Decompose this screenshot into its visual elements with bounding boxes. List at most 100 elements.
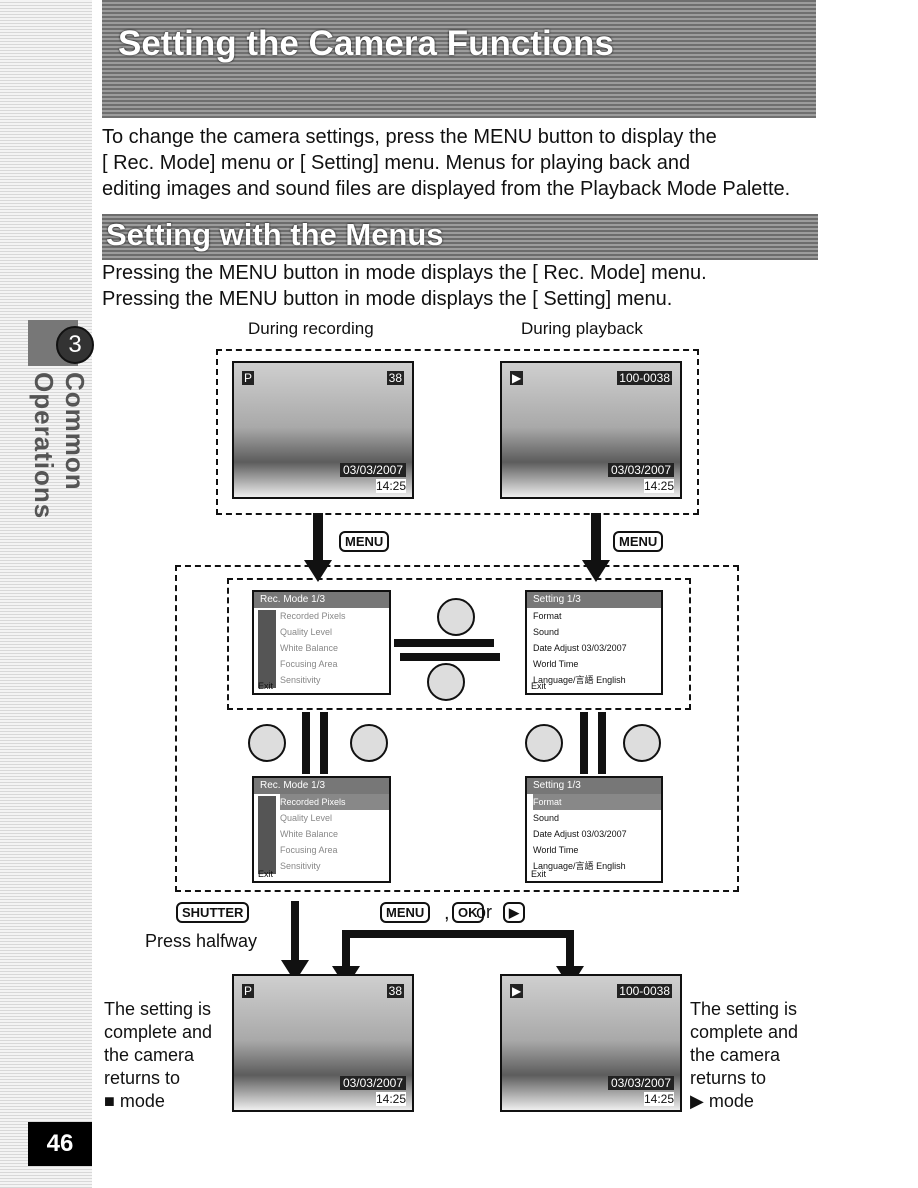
rec-menu-item[interactable]: Sensitivity (280, 861, 321, 871)
mode-label: P (242, 371, 255, 385)
playback-screen: ▶ 100-0038 03/03/2007 14:25 (500, 361, 682, 499)
press-halfway-label: Press halfway (145, 931, 258, 951)
menu-flow-panel (175, 565, 739, 892)
caption-playback: During playback (521, 319, 643, 338)
setting-menu-item[interactable]: Sound (533, 813, 560, 823)
four-way-controller-icon[interactable] (427, 663, 465, 701)
complete-playback-screen: ▶ 100-0038 03/03/2007 14:25 (500, 974, 682, 1112)
complete-record-screen: P 38 03/03/2007 14:25 (232, 974, 414, 1112)
playback-date: 03/03/2007 (607, 1076, 674, 1090)
menu-button-left[interactable]: MENU (339, 531, 390, 552)
rec-menu-item[interactable]: Quality Level (280, 813, 333, 823)
play-menu-arrow-line (591, 513, 601, 561)
setting-menu-selected-title: Setting 1/3 (527, 778, 661, 794)
four-way-controller-icon[interactable] (623, 724, 661, 762)
setting-menu-item[interactable]: World Time (533, 659, 579, 669)
record-date: 03/03/2007 (339, 463, 406, 477)
up-arrow-line-left (302, 712, 310, 774)
menu-button-bottom[interactable]: MENU (380, 902, 431, 923)
four-way-controller-icon[interactable] (248, 724, 286, 762)
camera-icon: ■ (104, 1091, 115, 1111)
switch-left-arrow-line (400, 653, 500, 661)
rec-menu-item[interactable]: Focusing Area (280, 845, 338, 855)
chapter-number: 3 (56, 326, 94, 364)
section-title: Setting with the Menus (106, 217, 444, 252)
menu-switch-panel (227, 578, 691, 710)
chapter-sidebar (0, 0, 92, 1188)
live-view-panel (216, 349, 699, 515)
lead-line-2: Pressing the MENU button in mode display… (102, 288, 673, 310)
rec-menu-selected-exit[interactable]: Exit (258, 869, 274, 879)
right-complete-text: The setting is complete and the camera r… (690, 999, 799, 1111)
intro-line-2: [ Rec. Mode] menu or [ Setting] menu. Me… (102, 152, 691, 174)
file-number: 100-0038 (617, 984, 672, 998)
rec-menu-item[interactable]: White Balance (280, 643, 339, 653)
shot-count: 38 (386, 984, 404, 998)
setting-menu-item[interactable]: Date Adjust 03/03/2007 (533, 829, 627, 839)
playback-time: 14:25 (643, 1092, 674, 1106)
setting-menu-selected-exit[interactable]: Exit (531, 869, 547, 879)
setting-menu-item[interactable]: Format (533, 611, 562, 621)
page-title: Setting the Camera Functions (118, 24, 614, 63)
rec-menu-item[interactable]: Focusing Area (280, 659, 338, 669)
mode-label: P (242, 984, 255, 998)
record-date: 03/03/2007 (339, 1076, 406, 1090)
page-number: 46 (28, 1122, 92, 1166)
setting-menu-item[interactable]: Date Adjust 03/03/2007 (533, 643, 627, 653)
rec-menu-selected-icons (258, 796, 276, 874)
shutter-button[interactable]: SHUTTER (176, 902, 250, 923)
rec-menu-title: Rec. Mode 1/3 (254, 592, 389, 608)
comma-separator: , (444, 902, 450, 924)
setting-menu-item[interactable]: Language/言語 English (533, 675, 626, 685)
menu-button-right[interactable]: MENU (613, 531, 664, 552)
record-time: 14:25 (375, 479, 406, 493)
rec-menu-item[interactable]: Quality Level (280, 627, 333, 637)
playback-button[interactable]: ▶ (503, 902, 525, 923)
rec-menu-selected: Rec. Mode 1/3 Recorded Pixels Quality Le… (252, 776, 391, 883)
intro-paragraph: To change the camera settings, press the… (102, 124, 818, 202)
exit-right-arrow-line (566, 930, 574, 968)
file-number: 100-0038 (617, 371, 672, 385)
four-way-controller-icon[interactable] (350, 724, 388, 762)
playback-icon: ▶ (690, 1091, 704, 1111)
chapter-title: Common Operations (29, 372, 90, 520)
lead-line-1: Pressing the MENU button in mode display… (102, 262, 707, 284)
shot-count: 38 (386, 371, 404, 385)
setting-menu-selected: Setting 1/3 Format Sound Date Adjust 03/… (525, 776, 663, 883)
rec-menu-exit[interactable]: Exit (258, 681, 274, 691)
section-banner (102, 214, 818, 260)
playback-time: 14:25 (643, 479, 674, 493)
section-lead: Pressing the MENU button in mode display… (102, 260, 832, 312)
down-arrow-line-left (320, 712, 328, 774)
rec-menu-item[interactable]: Recorded Pixels (280, 611, 346, 621)
setting-menu-selected-item[interactable]: Format (533, 794, 661, 810)
rec-menu-selected-title: Rec. Mode 1/3 (254, 778, 389, 794)
caption-recording: During recording (248, 319, 374, 338)
recording-screen: P 38 03/03/2007 14:25 (232, 361, 414, 499)
setting-menu-title: Setting 1/3 (527, 592, 661, 608)
record-menu-arrow-line (313, 513, 323, 561)
up-arrow-line-right (580, 712, 588, 774)
setting-menu-item[interactable]: Language/言語 English (533, 861, 626, 871)
setting-menu-item[interactable]: Sound (533, 627, 560, 637)
intro-line-3: editing images and sound files are displ… (102, 178, 791, 200)
intro-line-1: To change the camera settings, press the… (102, 126, 717, 148)
left-complete-text: The setting is complete and the camera r… (104, 999, 213, 1111)
playback-icon: ▶ (510, 984, 524, 998)
or-label: or (476, 902, 493, 922)
switch-right-arrow-line (394, 639, 494, 647)
exit-left-arrow-line (342, 930, 350, 968)
setting-menu-item[interactable]: World Time (533, 845, 579, 855)
four-way-controller-icon[interactable] (437, 598, 475, 636)
rec-menu-item[interactable]: Sensitivity (280, 675, 321, 685)
playback-icon: ▶ (510, 371, 524, 385)
four-way-controller-icon[interactable] (525, 724, 563, 762)
title-banner (102, 0, 816, 118)
setting-menu: Setting 1/3 Format Sound Date Adjust 03/… (525, 590, 663, 695)
setting-menu-exit[interactable]: Exit (531, 681, 547, 691)
rec-menu-selected-item[interactable]: Recorded Pixels (280, 794, 389, 810)
shutter-arrow-line (291, 901, 299, 965)
record-time: 14:25 (375, 1092, 406, 1106)
rec-menu-item[interactable]: White Balance (280, 829, 339, 839)
ok-button[interactable]: OK (452, 902, 484, 923)
